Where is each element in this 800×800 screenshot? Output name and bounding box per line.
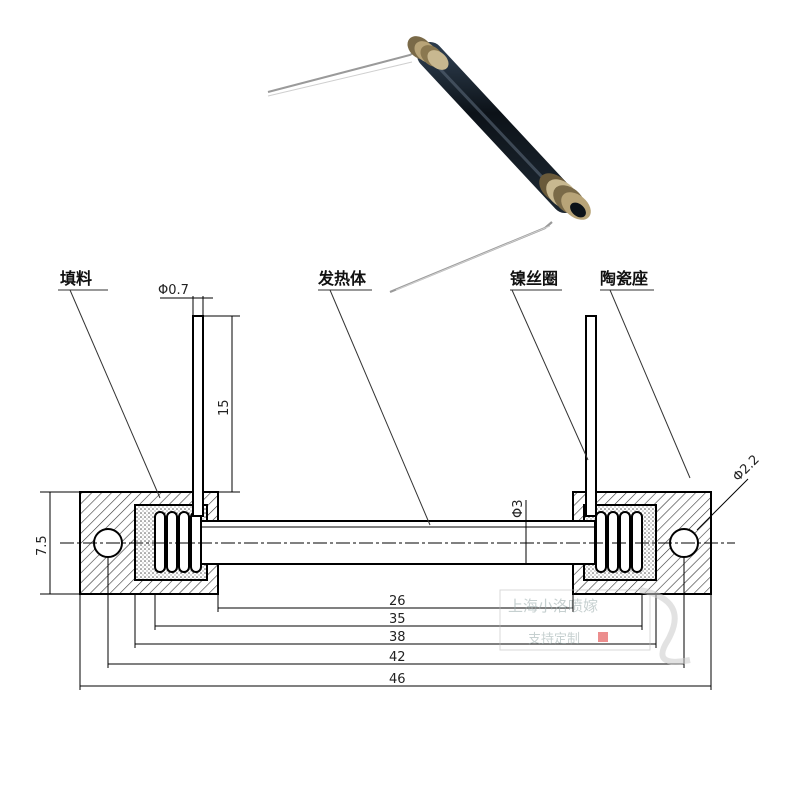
watermark: 上海小洛喷嫁 支持定制 — [499, 587, 691, 665]
leader-lines — [58, 289, 691, 526]
heater-label: 发热体 — [317, 269, 367, 288]
dim-46-text: 46 — [389, 672, 406, 687]
heater-body — [199, 520, 596, 565]
dim-35-text: 35 — [389, 612, 406, 627]
wire-diameter-text: Φ0.7 — [158, 283, 189, 298]
base-label: 陶瓷座 — [600, 269, 648, 288]
watermark-line2: 支持定制 — [528, 632, 580, 647]
photo-left-lead — [267, 49, 419, 93]
photo-bottom-coil — [539, 173, 591, 220]
lead-length-text: 15 — [217, 399, 232, 416]
dim-38-text: 38 — [389, 630, 406, 645]
watermark-line1: 上海小洛喷嫁 — [508, 597, 598, 615]
height-text: 7.5 — [35, 535, 50, 556]
watermark-brush-icon — [639, 587, 691, 665]
left-coil — [154, 511, 202, 573]
photo-top-coil — [407, 36, 449, 70]
body-diameter-text: Φ3 — [511, 499, 526, 518]
right-coil — [595, 511, 643, 573]
left-lead-wire — [192, 315, 204, 517]
product-photo — [267, 36, 591, 294]
dimension-lines — [40, 296, 749, 690]
coil-label: 镍丝圈 — [510, 269, 558, 288]
filler-label: 填料 — [60, 269, 92, 288]
dim-26-text: 26 — [389, 594, 406, 609]
watermark-seal-icon — [598, 632, 608, 642]
dim-42-text: 42 — [389, 650, 406, 665]
right-lead-wire — [585, 315, 597, 517]
